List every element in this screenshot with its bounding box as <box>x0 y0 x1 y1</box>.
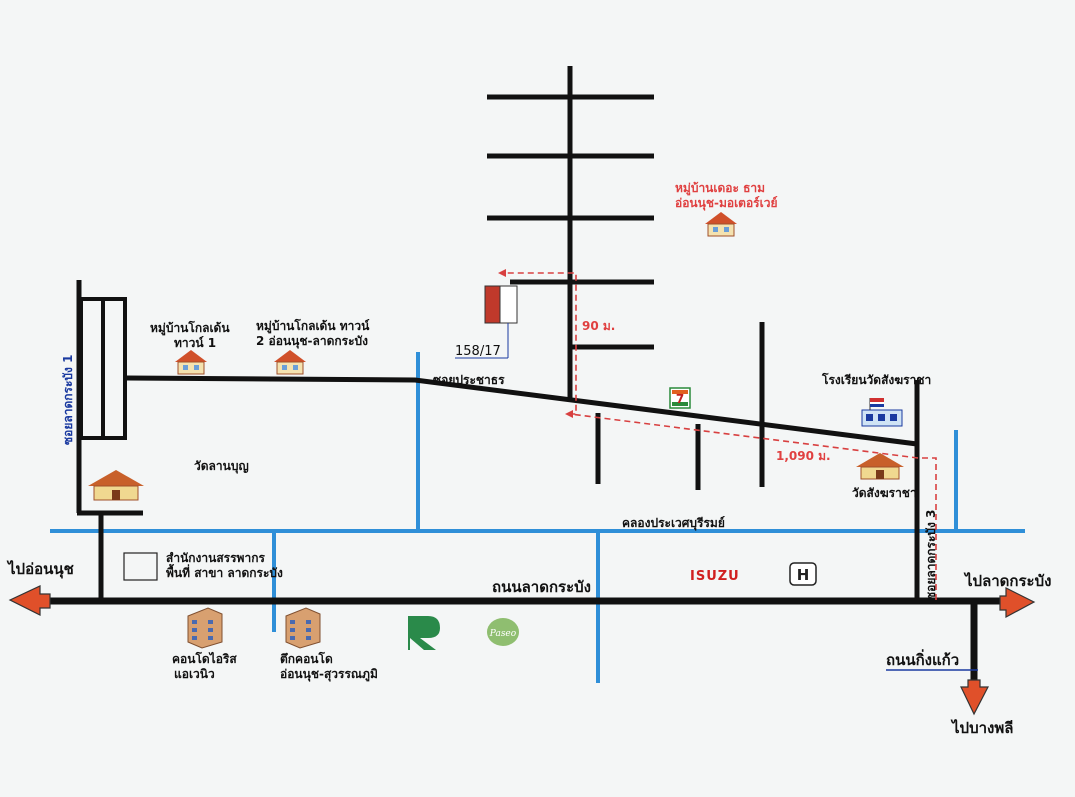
condo-onnut-suvarnabhumi-label: ตึกคอนโดอ่อนนุช-สุวรรณภูมิ <box>280 651 378 682</box>
paseo-logo-icon: Paseo <box>487 618 519 646</box>
isuzu-label: ISUZU <box>690 569 740 584</box>
roads <box>48 66 1014 683</box>
revenue-office-label: สำนักงานสรรพากรพื้นที่ สาขา ลาดกระบัง <box>166 551 283 580</box>
destination-marker <box>455 285 518 359</box>
kingkaeo-road-label: ถนนกิ่งแก้ว <box>886 649 959 669</box>
house-marker <box>484 285 501 324</box>
to-bangphli-label: ไปบางพลี <box>950 718 1013 737</box>
house-icon <box>175 350 207 375</box>
route-arrowheads <box>498 269 573 418</box>
khlong-prawet-label: คลองประเวศบุรีรมย์ <box>622 516 725 531</box>
shopping-mall-logo-icon <box>398 612 448 652</box>
arrow-right-icon <box>999 587 1036 619</box>
condo-iris-label: คอนโดไอริสแอเวนิว <box>172 651 237 681</box>
school-wat-sangkharacha-label: โรงเรียนวัดสังฆราชา <box>821 372 931 387</box>
paseo-label: Paseo <box>489 629 517 639</box>
condo-icon <box>187 607 223 649</box>
house-marker-lot <box>499 285 518 324</box>
arrow-left-icon <box>8 585 51 616</box>
seven-eleven-icon: 7 <box>669 387 691 409</box>
revenue-office-box <box>123 552 158 581</box>
soi-prachatorn-road <box>124 375 918 447</box>
house-number-label: 158/17 <box>455 344 501 359</box>
wat-sangkharacha-label: วัดสังฆราชา <box>852 486 917 500</box>
labels: ไปอ่อนนุช ไปลาดกระบัง ไปบางพลี ถนนลาดกระ… <box>6 181 1051 737</box>
arrow-down-icon <box>960 679 989 716</box>
direction-arrows <box>8 585 1036 716</box>
seven-eleven-label: 7 <box>676 392 684 406</box>
soi-prachatorn-label: ซอยประชาธร <box>433 373 505 387</box>
wat-lanboon-label: วัดลานบุญ <box>194 459 249 474</box>
school-icon <box>861 398 903 427</box>
house-icon <box>705 212 737 237</box>
to-latkrabang-label: ไปลาดกระบัง <box>963 571 1051 590</box>
soi-latkrabang-1-label: ซอยลาดกระบัง 1 <box>61 355 75 445</box>
village-golden-town-2-label: หมู่บ้านโกลเด้น ทาวน์2 อ่อนนุช-ลาดกระบัง <box>256 318 370 349</box>
svg-text:H: H <box>797 566 810 584</box>
latkrabang-road-label: ถนนลาดกระบัง <box>492 578 591 596</box>
village-golden-town-1-label: หมู่บ้านโกลเด้นทาวน์ 1 <box>150 320 230 350</box>
soi-latkrabang-3-label: ซอยลาดกระบัง 3 <box>924 510 938 600</box>
to-onnut-label: ไปอ่อนนุช <box>6 559 74 579</box>
honda-logo-icon: H <box>789 562 817 586</box>
distance-1090-label: 1,090 ม. <box>776 449 831 463</box>
route-arrow-icon <box>565 410 573 418</box>
house-icon <box>274 350 306 375</box>
route-arrow-icon <box>498 269 506 277</box>
temple-icon <box>88 470 144 501</box>
village-the-tham-label: หมู่บ้านเดอะ ธามอ่อนนุช-มอเตอร์เวย์ <box>675 181 777 211</box>
condo-icon <box>285 607 321 649</box>
distance-90-label: 90 ม. <box>582 319 615 333</box>
temple-icon <box>856 453 904 480</box>
